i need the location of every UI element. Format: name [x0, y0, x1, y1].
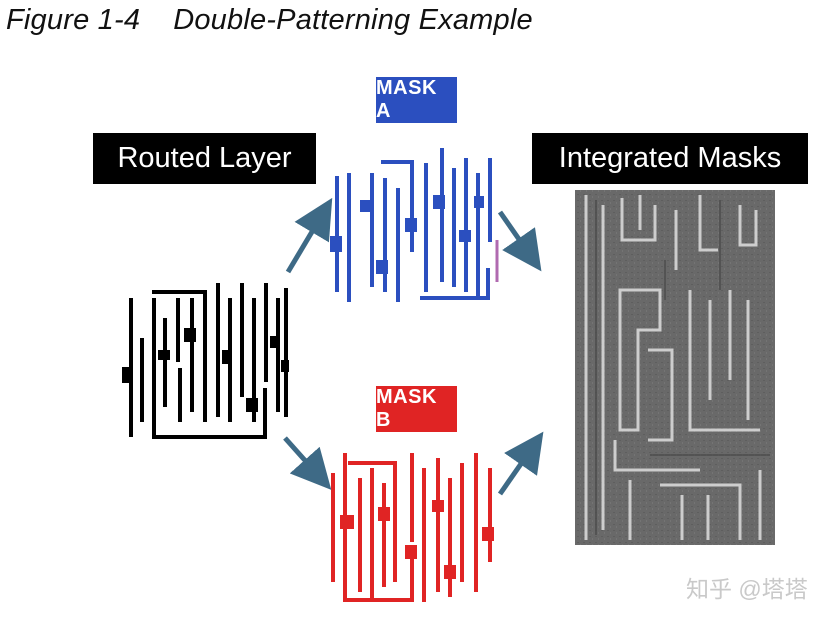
mask-b-tag: MASK B	[376, 386, 457, 432]
integrated-masks-image	[575, 190, 775, 545]
mask-b-pattern	[331, 453, 492, 602]
routed-layer-label: Routed Layer	[93, 133, 316, 184]
routed-layer-pattern	[129, 283, 288, 439]
figure-title: Figure 1-4 Double-Patterning Example	[6, 4, 533, 36]
flow-arrows	[283, 197, 544, 496]
mask-a-pattern	[335, 148, 492, 302]
watermark-text: 知乎 @塔塔	[686, 576, 808, 602]
integrated-masks-label: Integrated Masks	[532, 133, 808, 184]
mask-a-tag: MASK A	[376, 77, 457, 123]
